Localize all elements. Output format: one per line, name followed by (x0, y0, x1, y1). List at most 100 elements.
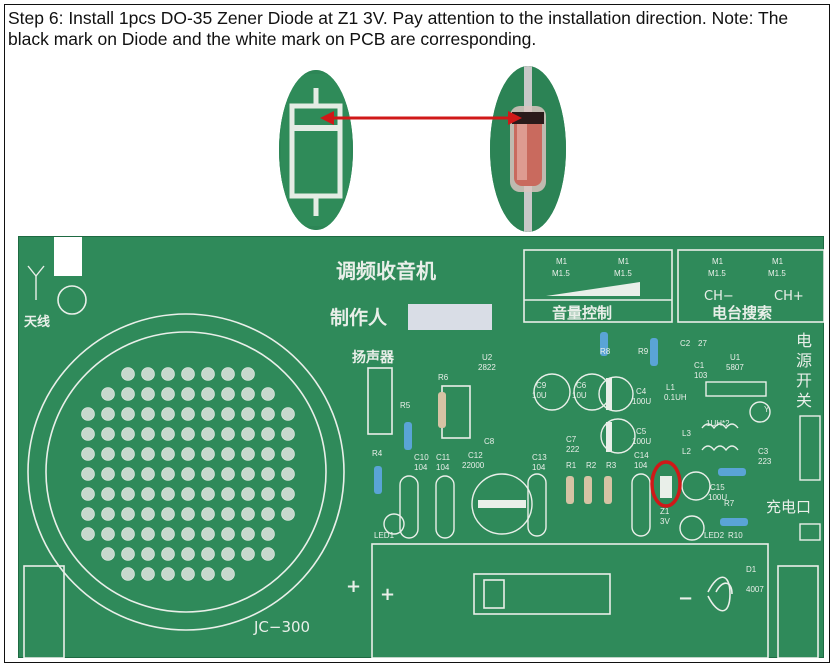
led1-label: LED1 (374, 531, 395, 540)
minus-sign: − (678, 588, 693, 609)
r8-label: R8 (600, 347, 611, 356)
c1-val: 103 (694, 371, 708, 380)
speaker-hole (261, 467, 275, 481)
c6-label: C6 (576, 381, 587, 390)
u1-label: U1 (730, 353, 741, 362)
y-label: Y (764, 405, 770, 414)
speaker-hole (281, 467, 295, 481)
zoom-diode-photo (490, 66, 566, 232)
speaker-hole (141, 507, 155, 521)
speaker-hole (221, 367, 235, 381)
diode-silkscreen-outline (289, 88, 343, 216)
speaker-hole (221, 527, 235, 541)
speaker-hole (161, 467, 175, 481)
c3-val: 223 (758, 457, 772, 466)
speaker-hole (81, 527, 95, 541)
speaker-cn: 扬声器 (352, 349, 395, 366)
speaker-hole (121, 407, 135, 421)
m1-label-4: M1 (772, 257, 784, 266)
z1-label: Z1 (660, 507, 670, 516)
speaker-hole (221, 507, 235, 521)
c10-label: C10 (414, 453, 429, 462)
speaker-hole (241, 467, 255, 481)
speaker-hole (121, 427, 135, 441)
c4-label: C4 (636, 387, 647, 396)
speaker-hole (181, 387, 195, 401)
r1-label: R1 (566, 461, 577, 470)
speaker-hole (161, 547, 175, 561)
speaker-hole (201, 427, 215, 441)
speaker-hole (241, 367, 255, 381)
d1-val: 4007 (746, 585, 764, 594)
c13-val: 104 (532, 463, 546, 472)
speaker-hole (241, 507, 255, 521)
m1-label-2: M1 (618, 257, 630, 266)
speaker-hole (161, 387, 175, 401)
speaker-hole (81, 467, 95, 481)
speaker-hole (121, 387, 135, 401)
m1-label-1: M1 (556, 257, 568, 266)
c7-val: 222 (566, 445, 580, 454)
speaker-hole (121, 447, 135, 461)
speaker-hole (241, 547, 255, 561)
speaker-hole (241, 487, 255, 501)
l3-label: L3 (682, 429, 691, 438)
l3-val: 1UH*2 (706, 419, 730, 428)
volume-cn: 音量控制 (552, 304, 612, 322)
l1-label: L1 (666, 383, 675, 392)
speaker-hole (281, 447, 295, 461)
u2-label: U2 (482, 353, 493, 362)
speaker-hole (201, 547, 215, 561)
speaker-hole (141, 547, 155, 561)
r5-label: R5 (400, 401, 411, 410)
speaker-hole (141, 387, 155, 401)
c2-val: 27 (698, 339, 707, 348)
r2-label: R2 (586, 461, 597, 470)
speaker-hole (261, 487, 275, 501)
speaker-hole (221, 387, 235, 401)
speaker-hole (161, 507, 175, 521)
speaker-hole (141, 467, 155, 481)
r9-label: R9 (638, 347, 649, 356)
zener-diode-body (510, 106, 546, 192)
z1-silkscreen (660, 470, 672, 498)
speaker-hole (261, 387, 275, 401)
diode-leads (524, 66, 532, 232)
r3-label: R3 (606, 461, 617, 470)
speaker-hole (261, 447, 275, 461)
speaker-hole (161, 527, 175, 541)
speaker-hole (141, 407, 155, 421)
speaker-hole (281, 507, 295, 521)
instruction-text: Step 6: Install 1pcs DO-35 Zener Diode a… (8, 8, 789, 49)
speaker-hole (101, 447, 115, 461)
speaker-hole (241, 387, 255, 401)
m1-label-3: M1 (712, 257, 724, 266)
c15-label: C15 (710, 483, 725, 492)
speaker-hole (101, 487, 115, 501)
speaker-hole (121, 527, 135, 541)
z1-highlight-circle (650, 460, 682, 508)
c11-val: 104 (436, 463, 450, 472)
c9-label: C9 (536, 381, 547, 390)
speaker-hole (201, 367, 215, 381)
speaker-hole (141, 487, 155, 501)
u2-val: 2822 (478, 363, 496, 372)
speaker-hole (201, 447, 215, 461)
speaker-hole (241, 427, 255, 441)
speaker-hole (161, 427, 175, 441)
l1-val: 0.1UH (664, 393, 687, 402)
plus-sign: + (346, 576, 361, 597)
speaker-hole (81, 487, 95, 501)
speaker-hole (181, 447, 195, 461)
r10-label: R10 (728, 531, 743, 540)
speaker-hole (141, 527, 155, 541)
speaker-hole (221, 467, 235, 481)
m15-label-4: M1.5 (768, 269, 786, 278)
resistors (374, 332, 748, 526)
speaker-hole (221, 427, 235, 441)
maker-cn: 制作人 (330, 306, 388, 329)
ch-minus: CH− (704, 289, 734, 304)
speaker-hole (221, 487, 235, 501)
z1-val: 3V (660, 517, 670, 526)
speaker-hole (261, 507, 275, 521)
